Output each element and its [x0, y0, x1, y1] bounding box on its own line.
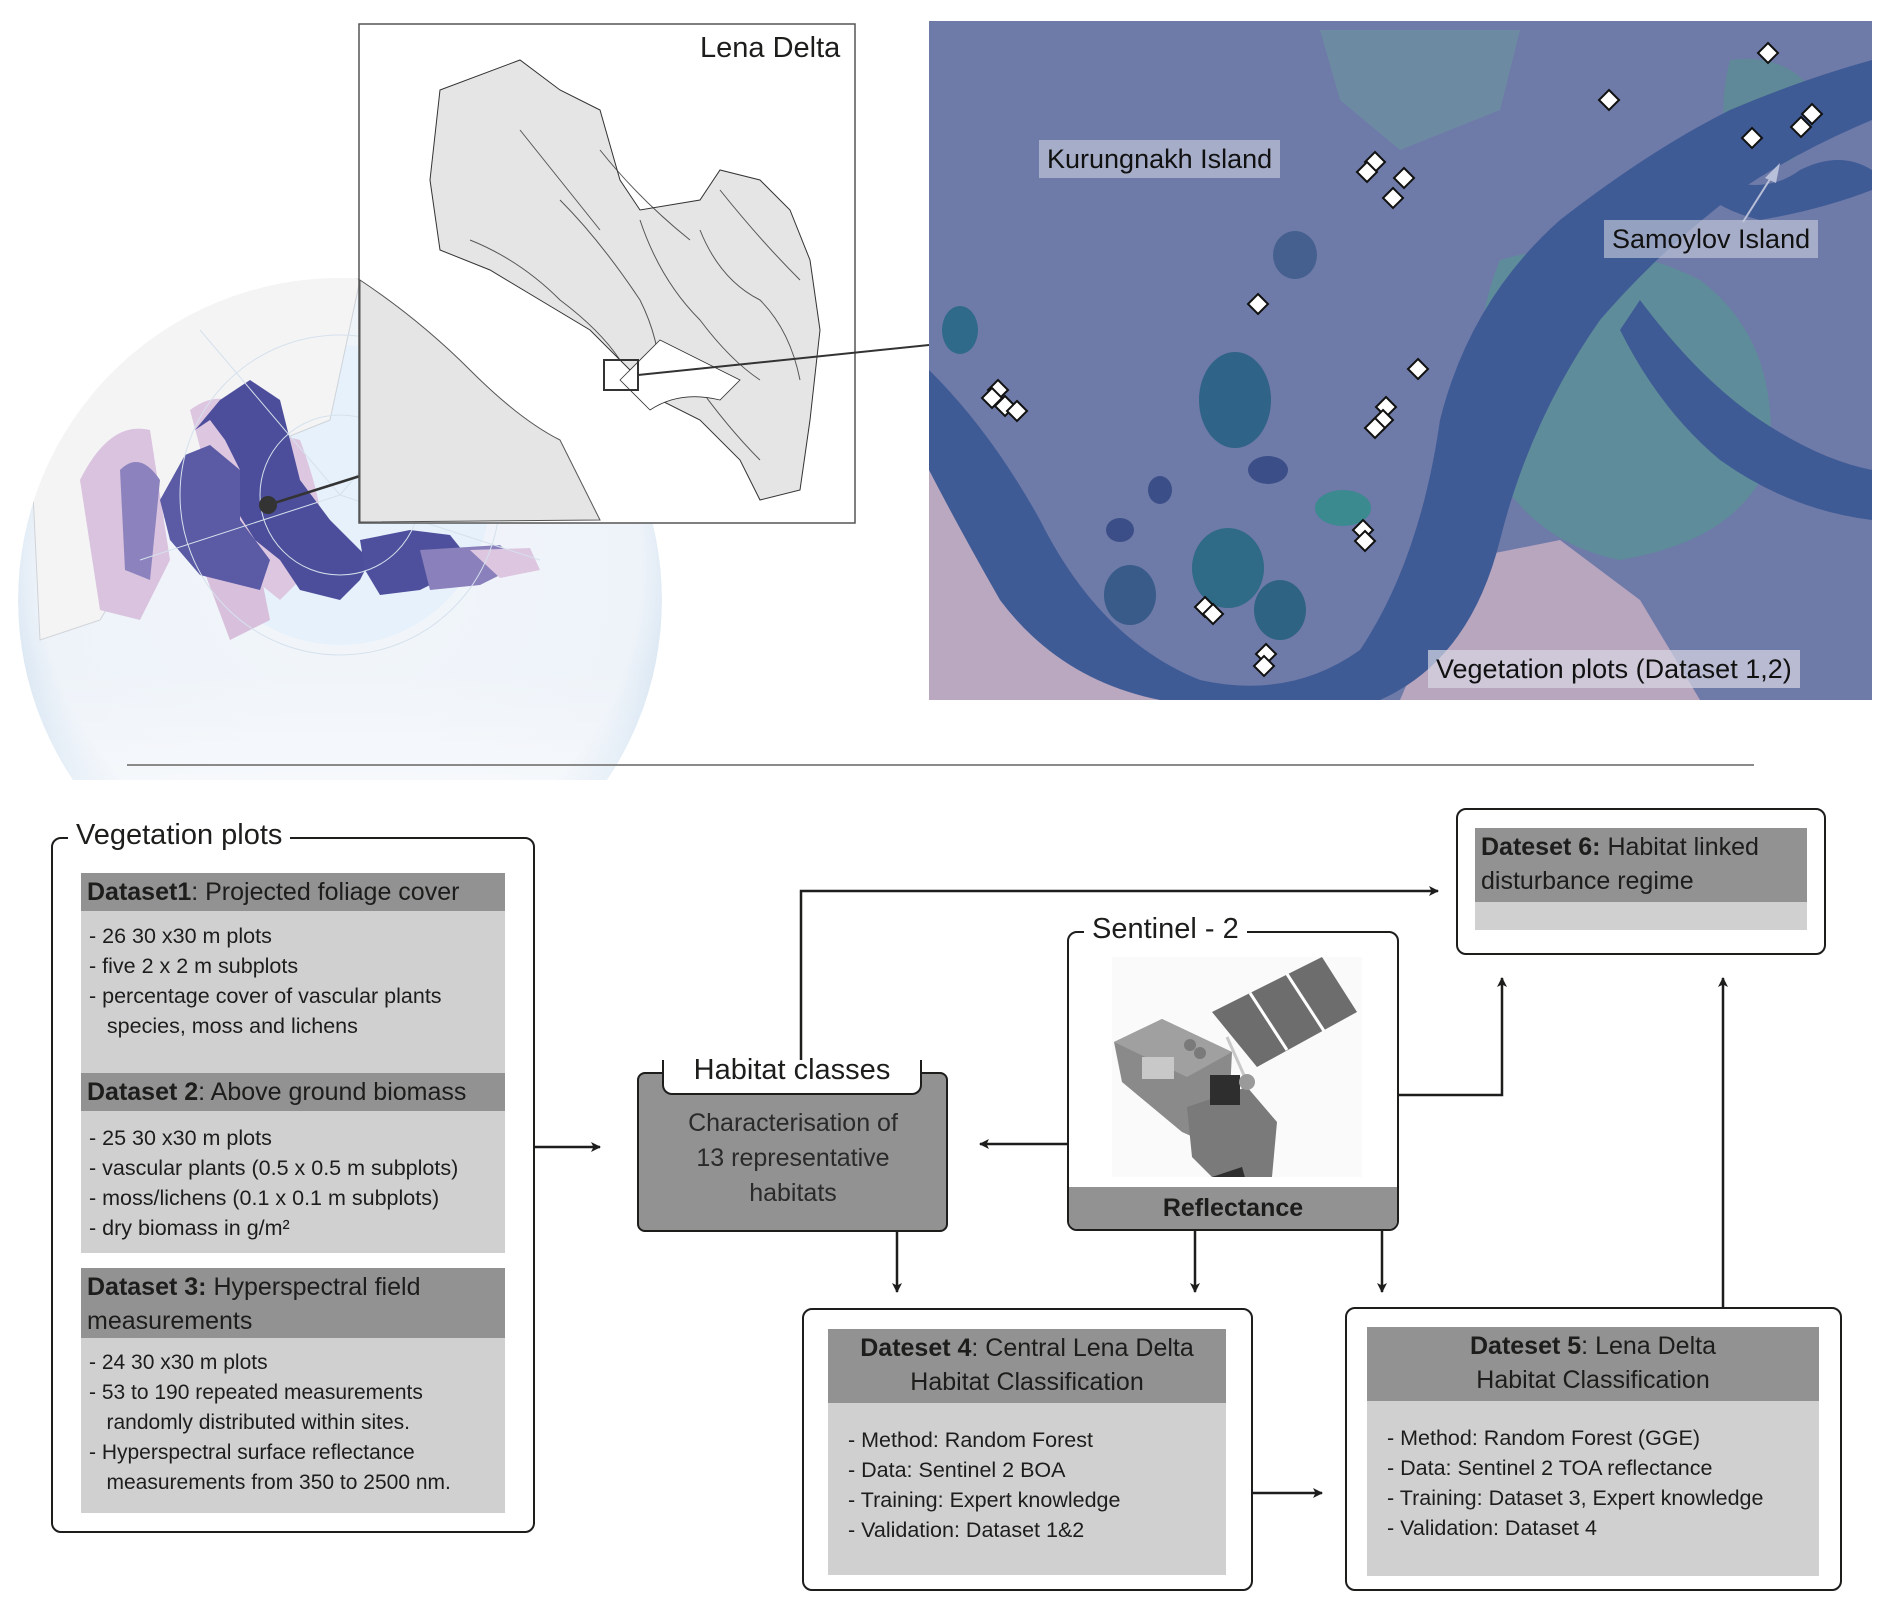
- habitat-classes-body: Characterisation of 13 representative ha…: [640, 1106, 946, 1211]
- dataset1-title: : Projected foliage cover: [191, 878, 460, 906]
- samoylov-arrow-icon: [1765, 163, 1780, 183]
- dataset4-title-line1: : Central Lena Delta: [971, 1334, 1194, 1362]
- dataset4-item: - Data: Sentinel 2 BOA: [848, 1458, 1066, 1482]
- dataset1-header: Dataset1: Projected foliage cover: [81, 873, 505, 911]
- sentinel-2-title: Sentinel - 2: [1084, 912, 1247, 946]
- dataset6-header: Dateset 6: Habitat linked disturbance re…: [1475, 828, 1807, 902]
- dataset3-label: Dataset 3:: [87, 1273, 207, 1301]
- dataset1-label: Dataset1: [87, 878, 192, 906]
- dataset2-item: - vascular plants (0.5 x 0.5 m subplots): [89, 1156, 459, 1180]
- habitat-classes-title: Habitat classes: [693, 1054, 891, 1086]
- plot-marker: [1363, 416, 1387, 440]
- plot-marker: [1201, 602, 1225, 626]
- dataset4-card: Dateset 4: Central Lena Delta Habitat Cl…: [828, 1329, 1226, 1575]
- habitat-body-line: habitats: [749, 1179, 837, 1207]
- dataset5-item: - Validation: Dataset 4: [1387, 1516, 1597, 1540]
- dataset6-title-line2: disturbance regime: [1481, 867, 1694, 895]
- dataset2-header: Dataset 2: Above ground biomass: [81, 1073, 505, 1111]
- vegetation-plots-map-label: Vegetation plots (Dataset 1,2): [1428, 650, 1800, 688]
- habitat-body-line: Characterisation of: [688, 1109, 898, 1137]
- dataset5-title-line2: Habitat Classification: [1476, 1366, 1710, 1394]
- samoylov-island-label: Samoylov Island: [1604, 220, 1819, 258]
- dataset3-item: - 24 30 x30 m plots: [89, 1351, 268, 1374]
- dataset2-body: - 25 30 x30 m plots - vascular plants (0…: [81, 1111, 505, 1253]
- dataset6-label: Dateset 6:: [1481, 833, 1601, 861]
- samoylov-pointer-line: [1742, 175, 1773, 223]
- dataset6-card: Dateset 6: Habitat linked disturbance re…: [1475, 828, 1807, 930]
- dataset3-item: - 53 to 190 repeated measurements: [89, 1381, 423, 1404]
- plot-marker: [1800, 102, 1824, 126]
- arrow-sentinel-to-dataset6: [1399, 977, 1507, 1097]
- dataset2-item: - dry biomass in g/m²: [89, 1216, 290, 1240]
- reflectance-footer: Reflectance: [1069, 1187, 1397, 1229]
- dataset5-header: Dateset 5: Lena Delta Habitat Classifica…: [1367, 1327, 1819, 1401]
- dataset6-title-line1: Habitat linked: [1600, 833, 1759, 861]
- habitat-tab-notch: [662, 1060, 922, 1095]
- plot-marker: [1246, 292, 1270, 316]
- vegetation-plot-markers: [980, 41, 1824, 678]
- dataset5-item: - Data: Sentinel 2 TOA reflectance: [1387, 1456, 1713, 1480]
- dataset1-item: species, moss and lichens: [89, 1014, 358, 1038]
- dataset1-item: - five 2 x 2 m subplots: [89, 954, 299, 978]
- plot-marker: [1005, 399, 1029, 423]
- dataset4-header: Dateset 4: Central Lena Delta Habitat Cl…: [828, 1329, 1226, 1403]
- dataset1-card: Dataset1: Projected foliage cover - 26 3…: [81, 873, 505, 1081]
- dataset5-title-line1: : Lena Delta: [1581, 1332, 1716, 1360]
- dataset4-item: - Validation: Dataset 1&2: [848, 1518, 1085, 1542]
- habitat-body-line: 13 representative: [696, 1144, 890, 1172]
- dataset5-item: - Training: Dataset 3, Expert knowledge: [1387, 1486, 1764, 1510]
- kurungnakh-island-label: Kurungnakh Island: [1039, 140, 1281, 178]
- dataset3-item: measurements from 350 to 2500 nm.: [89, 1471, 451, 1494]
- dataset2-label: Dataset 2: [87, 1078, 199, 1106]
- satellite-icon: [1112, 957, 1362, 1177]
- plot-marker: [1392, 166, 1416, 190]
- dataset2-item: - 25 30 x30 m plots: [89, 1126, 272, 1150]
- dataset1-body: - 26 30 x30 m plots - five 2 x 2 m subpl…: [81, 911, 505, 1081]
- dataset2-card: Dataset 2: Above ground biomass - 25 30 …: [81, 1073, 505, 1253]
- dataset4-panel: Dateset 4: Central Lena Delta Habitat Cl…: [802, 1308, 1253, 1591]
- dataset3-header: Dataset 3: Hyperspectral field measureme…: [81, 1268, 505, 1338]
- dataset5-card: Dateset 5: Lena Delta Habitat Classifica…: [1367, 1327, 1819, 1576]
- dataset4-label: Dateset 4: [860, 1334, 972, 1362]
- habitat-classes-box: [637, 1072, 948, 1232]
- plot-marker: [1756, 41, 1780, 65]
- plot-marker: [1353, 529, 1377, 553]
- plot-marker: [1381, 186, 1405, 210]
- dataset3-item: randomly distributed within sites.: [89, 1411, 410, 1434]
- plot-marker: [1789, 115, 1813, 139]
- inset-map-title: Lena Delta: [700, 32, 841, 64]
- dataset1-item: - percentage cover of vascular plants: [89, 984, 442, 1008]
- dataset3-body: - 24 30 x30 m plots - 53 to 190 repeated…: [81, 1338, 505, 1513]
- dataset6-panel: Dateset 6: Habitat linked disturbance re…: [1456, 808, 1826, 955]
- dataset6-body: [1475, 902, 1807, 930]
- dataset1-item: - 26 30 x30 m plots: [89, 924, 272, 948]
- plot-marker: [1597, 88, 1621, 112]
- dataset4-body: - Method: Random Forest - Data: Sentinel…: [828, 1403, 1226, 1575]
- plot-marker: [1406, 357, 1430, 381]
- dataset5-body: - Method: Random Forest (GGE) - Data: Se…: [1367, 1401, 1819, 1576]
- vegetation-plots-title: Vegetation plots: [68, 818, 291, 852]
- dataset2-item: - moss/lichens (0.1 x 0.1 m subplots): [89, 1186, 440, 1210]
- location-dot: [259, 496, 277, 514]
- arrow-habitat-to-dataset6: [799, 886, 1439, 1072]
- dataset4-title-line2: Habitat Classification: [910, 1368, 1144, 1396]
- plot-marker: [1252, 654, 1276, 678]
- plot-marker: [1740, 126, 1764, 150]
- dataset3-item: - Hyperspectral surface reflectance: [89, 1441, 415, 1464]
- dataset4-item: - Training: Expert knowledge: [848, 1488, 1121, 1512]
- dataset5-panel: Dateset 5: Lena Delta Habitat Classifica…: [1345, 1307, 1842, 1591]
- globe-connector-line: [267, 474, 361, 507]
- dataset3-title: Hyperspectral field measurements: [87, 1273, 421, 1335]
- dataset3-card: Dataset 3: Hyperspectral field measureme…: [81, 1268, 505, 1513]
- reflectance-label: Reflectance: [1162, 1194, 1304, 1222]
- dataset5-label: Dateset 5: [1470, 1332, 1582, 1360]
- inset-connector-line: [637, 344, 930, 376]
- dataset5-item: - Method: Random Forest (GGE): [1387, 1426, 1701, 1450]
- dataset2-title: : Above ground biomass: [198, 1078, 467, 1106]
- plot-marker: [1355, 160, 1379, 184]
- dataset4-item: - Method: Random Forest: [848, 1428, 1093, 1452]
